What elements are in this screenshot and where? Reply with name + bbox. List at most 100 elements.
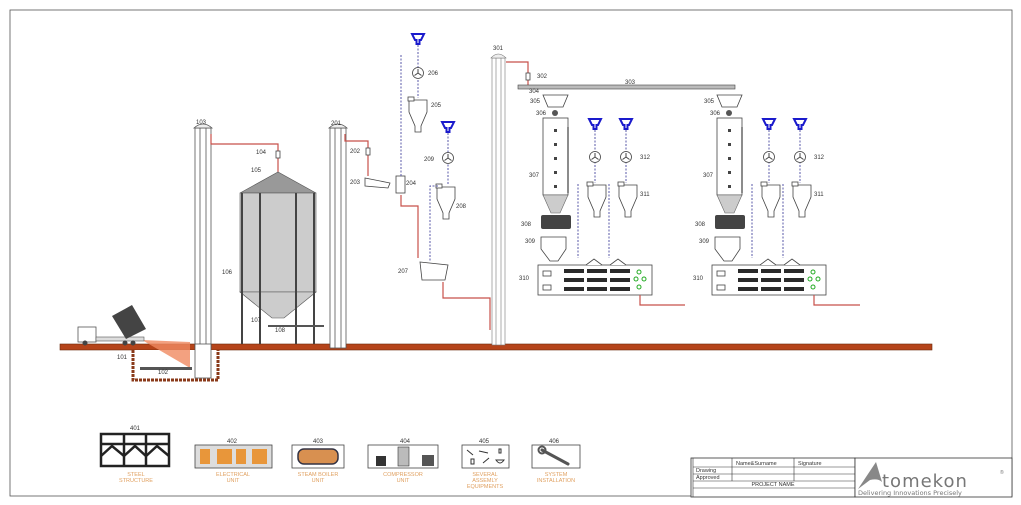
filter-icon: [411, 33, 425, 45]
label-207: 207: [398, 269, 409, 275]
bucket-elevator-103: [193, 123, 213, 349]
label-311: 311: [814, 192, 824, 198]
svg-text:EQUIPMENTS: EQUIPMENTS: [467, 484, 504, 490]
approved-label: Approved: [696, 475, 720, 481]
cyclone-205: [407, 96, 428, 133]
svg-text:406: 406: [549, 439, 560, 445]
pipe-207-301: [442, 282, 491, 330]
processing-line-left: [537, 94, 685, 306]
label-307: 307: [529, 173, 540, 179]
cyclone-208: [435, 183, 456, 220]
label-301: 301: [493, 46, 504, 52]
cyclone-311: [760, 181, 781, 218]
label-311: 311: [640, 192, 650, 198]
pipe-301-conveyor: [506, 61, 529, 87]
label-309: 309: [699, 239, 710, 245]
pipe-103-silo: [210, 134, 279, 172]
pipe-201: [344, 134, 369, 176]
name-surname-header: Name&Surname: [736, 461, 777, 467]
svg-text:401: 401: [130, 426, 141, 432]
label-309: 309: [525, 239, 536, 245]
label-305: 305: [530, 99, 541, 105]
wrench-icon: [540, 448, 570, 466]
label-201: 201: [331, 121, 342, 127]
svg-text:SYSTEM: SYSTEM: [545, 472, 568, 478]
svg-text:COMPRESSOR: COMPRESSOR: [383, 472, 423, 478]
label-310: 310: [693, 276, 704, 282]
title-block: Name&Surname Signature Drawing Approved …: [690, 457, 856, 498]
filter-icon: [588, 118, 602, 130]
label-305: 305: [704, 99, 715, 105]
cyclone-311: [586, 181, 607, 218]
svg-text:405: 405: [479, 439, 490, 445]
signature-header: Signature: [798, 461, 822, 467]
filter-icon: [793, 118, 807, 130]
label-101: 101: [117, 355, 128, 361]
aspiration-left: [577, 118, 638, 258]
filter-icon: [441, 121, 455, 133]
label-206: 206: [428, 71, 439, 77]
label-202: 202: [350, 149, 361, 155]
bucket-elevator-201: [328, 123, 348, 349]
intake-hopper: [142, 340, 190, 368]
svg-text:ASSEMLY: ASSEMLY: [472, 478, 498, 484]
label-105: 105: [251, 168, 262, 174]
label-209: 209: [424, 157, 435, 163]
cyclone-311: [617, 181, 638, 218]
label-203: 203: [350, 180, 361, 186]
label-102: 102: [158, 370, 169, 376]
fan-icon: [794, 151, 806, 163]
label-306: 306: [536, 111, 547, 117]
label-103: 103: [196, 120, 207, 126]
label-204: 204: [406, 181, 417, 187]
svg-text:STEAM BOILER: STEAM BOILER: [298, 472, 339, 478]
aspirator-204: [395, 175, 406, 194]
dump-truck: [77, 305, 146, 346]
svg-text:INSTALLATION: INSTALLATION: [537, 478, 575, 484]
fan-icon: [620, 151, 632, 163]
label-205: 205: [431, 103, 442, 109]
label-310: 310: [519, 276, 530, 282]
svg-text:UNIT: UNIT: [227, 478, 240, 484]
project-name-label: PROJECT NAME: [752, 482, 795, 488]
svg-text:402: 402: [227, 439, 238, 445]
drawing-frame: [9, 9, 1013, 497]
label-106: 106: [222, 270, 233, 276]
processing-line-right: [711, 94, 860, 306]
screw-conveyor-303: [517, 84, 736, 90]
svg-text:STRUCTURE: STRUCTURE: [119, 478, 153, 484]
bucket-elevator-301: [490, 53, 507, 346]
svg-text:Delivering Innovations Precise: Delivering Innovations Precisely: [858, 489, 962, 497]
svg-text:UNIT: UNIT: [312, 478, 325, 484]
label-308: 308: [695, 222, 706, 228]
drawing-label: Drawing: [696, 468, 716, 474]
label-302: 302: [537, 74, 548, 80]
separator-203: [364, 177, 391, 189]
svg-text:UNIT: UNIT: [397, 478, 410, 484]
color-sorter-207: [419, 261, 449, 281]
label-104: 104: [256, 150, 267, 156]
label-108: 108: [275, 328, 286, 334]
label-312: 312: [640, 155, 651, 161]
label-208: 208: [456, 204, 467, 210]
fan-icon: [589, 151, 601, 163]
label-312: 312: [814, 155, 825, 161]
label-307: 307: [703, 173, 714, 179]
company-logo: tomekon ® Delivering Innovations Precise…: [854, 457, 1013, 498]
svg-text:®: ®: [1000, 469, 1004, 476]
cyclone-311: [791, 181, 812, 218]
screw-conveyor-102: [140, 367, 192, 370]
svg-text:403: 403: [313, 439, 324, 445]
fan-icon: [442, 152, 454, 164]
fan-icon: [763, 151, 775, 163]
svg-text:ELECTRICAL: ELECTRICAL: [216, 472, 250, 478]
svg-text:404: 404: [400, 439, 411, 445]
